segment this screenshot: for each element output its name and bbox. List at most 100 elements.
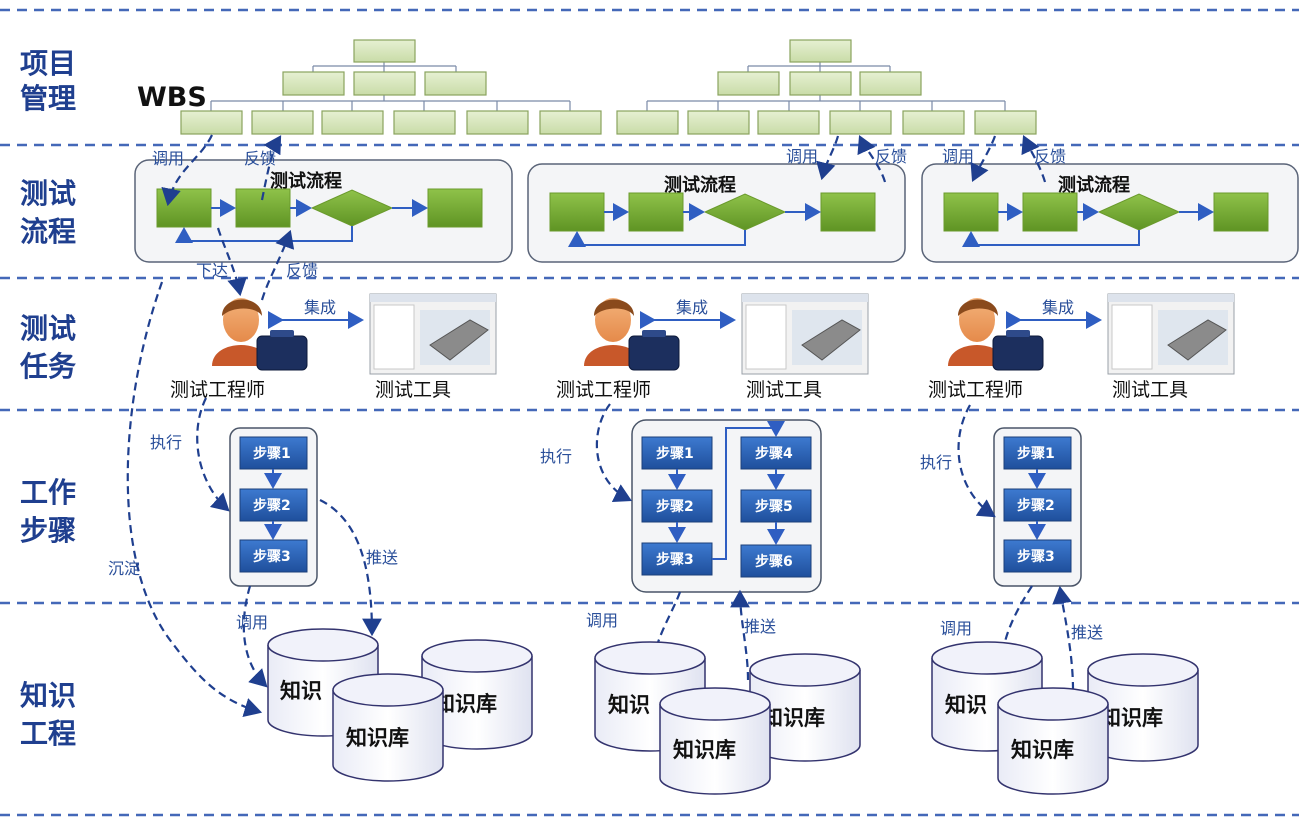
flow-title: 测试流程 xyxy=(1058,174,1130,196)
db-label: 知识库 xyxy=(762,706,825,730)
label-integrate: 集成 xyxy=(1042,298,1074,317)
database-icon: 知识库 xyxy=(659,687,771,795)
step-label: 步骤4 xyxy=(755,445,793,462)
wbs-node xyxy=(251,110,314,135)
flow-title: 测试流程 xyxy=(270,170,342,192)
step-label: 步骤2 xyxy=(656,498,694,515)
wbs-label: WBS xyxy=(137,82,207,113)
steps-panel-mid: 步骤1 步骤2 步骤3 步骤4 步骤5 步骤6 xyxy=(631,419,822,593)
wbs-connectors xyxy=(210,62,1006,111)
wbs-node xyxy=(789,71,852,96)
row-label-steps-1: 工作 xyxy=(20,476,76,509)
wbs-node xyxy=(974,110,1037,135)
db-label: 知识库 xyxy=(1011,738,1074,762)
row-label-flow-1: 测试 xyxy=(20,177,76,210)
execute-arrows xyxy=(196,397,996,518)
row-label-knowledge-1: 知识 xyxy=(20,679,76,712)
wbs-node xyxy=(424,71,487,96)
wbs-node xyxy=(789,39,852,63)
step-label: 步骤2 xyxy=(253,497,291,514)
db-label: 知识 xyxy=(945,693,987,717)
engineer-label: 测试工程师 xyxy=(170,379,265,401)
row-label-task-1: 测试 xyxy=(20,312,76,345)
db-label: 知识 xyxy=(280,679,322,703)
row-label-flow-2: 流程 xyxy=(20,215,76,248)
tool-label: 测试工具 xyxy=(1112,379,1188,401)
tool-screenshot-icon xyxy=(369,293,497,375)
step-label: 步骤3 xyxy=(656,551,694,568)
step-label: 步骤2 xyxy=(1017,497,1055,514)
wbs-node xyxy=(466,110,529,135)
step-label: 步骤3 xyxy=(253,548,291,565)
knowledge-db-group-2: 知识 知识库 知识库 xyxy=(594,641,861,795)
label-integrate: 集成 xyxy=(676,298,708,317)
step-label: 步骤1 xyxy=(1017,445,1055,462)
label-push: 推送 xyxy=(744,617,776,636)
label-execute: 执行 xyxy=(150,433,182,452)
label-call: 调用 xyxy=(940,619,972,638)
step-label: 步骤5 xyxy=(755,498,793,515)
tool-label: 测试工具 xyxy=(375,379,451,401)
tool-label: 测试工具 xyxy=(746,379,822,401)
label-call: 调用 xyxy=(586,611,618,630)
label-execute: 执行 xyxy=(540,447,572,466)
wbs-node xyxy=(717,71,780,96)
label-call: 调用 xyxy=(236,613,268,632)
engineer-label: 测试工程师 xyxy=(928,379,1023,401)
label-feedback: 反馈 xyxy=(1034,147,1066,166)
flow-task-arrows xyxy=(216,227,295,301)
flow-panel-1: 测试流程 xyxy=(134,159,513,263)
label-feedback: 反馈 xyxy=(244,149,276,168)
row-dividers xyxy=(0,8,1299,817)
wbs-node xyxy=(687,110,750,135)
flow-panel-2: 测试流程 xyxy=(527,163,906,263)
database-icon: 知识库 xyxy=(421,639,533,750)
row-label-task-2: 任务 xyxy=(19,350,76,383)
wbs-tree-left xyxy=(180,39,602,135)
db-label: 知识库 xyxy=(434,692,497,716)
wbs-node xyxy=(616,110,679,135)
knowledge-db-group-1: 知识 知识库 知识库 xyxy=(267,628,533,782)
wbs-node xyxy=(321,110,384,135)
label-execute: 执行 xyxy=(920,453,952,472)
engineer-icon xyxy=(584,298,680,371)
wbs-node xyxy=(180,110,243,135)
row-label-steps-2: 步骤 xyxy=(20,514,76,547)
database-icon: 知识库 xyxy=(1087,653,1199,762)
label-integrate: 集成 xyxy=(304,298,336,317)
database-icon: 知识库 xyxy=(749,653,861,762)
row-label-project-1: 项目 xyxy=(20,47,76,80)
wbs-node xyxy=(282,71,345,96)
wbs-node xyxy=(757,110,820,135)
step-label: 步骤6 xyxy=(755,553,793,570)
wbs-node xyxy=(829,110,892,135)
db-label: 知识库 xyxy=(673,738,736,762)
label-call: 调用 xyxy=(152,149,184,168)
database-icon: 知识库 xyxy=(997,687,1109,795)
tool-screenshot-icon xyxy=(741,293,869,375)
db-label: 知识库 xyxy=(1100,706,1163,730)
engineer-icon xyxy=(948,298,1044,371)
label-issue: 下达 xyxy=(196,261,228,280)
db-label: 知识 xyxy=(608,693,650,717)
wbs-node xyxy=(539,110,602,135)
step-label: 步骤1 xyxy=(656,445,694,462)
wbs-node xyxy=(393,110,456,135)
row-label-project-2: 管理 xyxy=(20,82,76,115)
step-label: 步骤3 xyxy=(1017,548,1055,565)
flow-panel-3: 测试流程 xyxy=(921,163,1299,263)
label-call: 调用 xyxy=(786,147,818,166)
label-push: 推送 xyxy=(366,548,398,567)
knowledge-db-group-3: 知识 知识库 知识库 xyxy=(931,641,1199,795)
steps-panel-left: 步骤1 步骤2 步骤3 xyxy=(229,427,318,587)
label-push: 推送 xyxy=(1071,623,1103,642)
wbs-node xyxy=(353,71,416,96)
steps-panel-right: 步骤1 步骤2 步骤3 xyxy=(993,427,1082,587)
label-feedback: 反馈 xyxy=(875,147,907,166)
wbs-node xyxy=(353,39,416,63)
label-feedback: 反馈 xyxy=(286,261,318,280)
tool-screenshot-icon xyxy=(1107,293,1235,375)
wbs-tree-right xyxy=(616,39,1037,135)
label-deposit: 沉淀 xyxy=(108,559,140,578)
